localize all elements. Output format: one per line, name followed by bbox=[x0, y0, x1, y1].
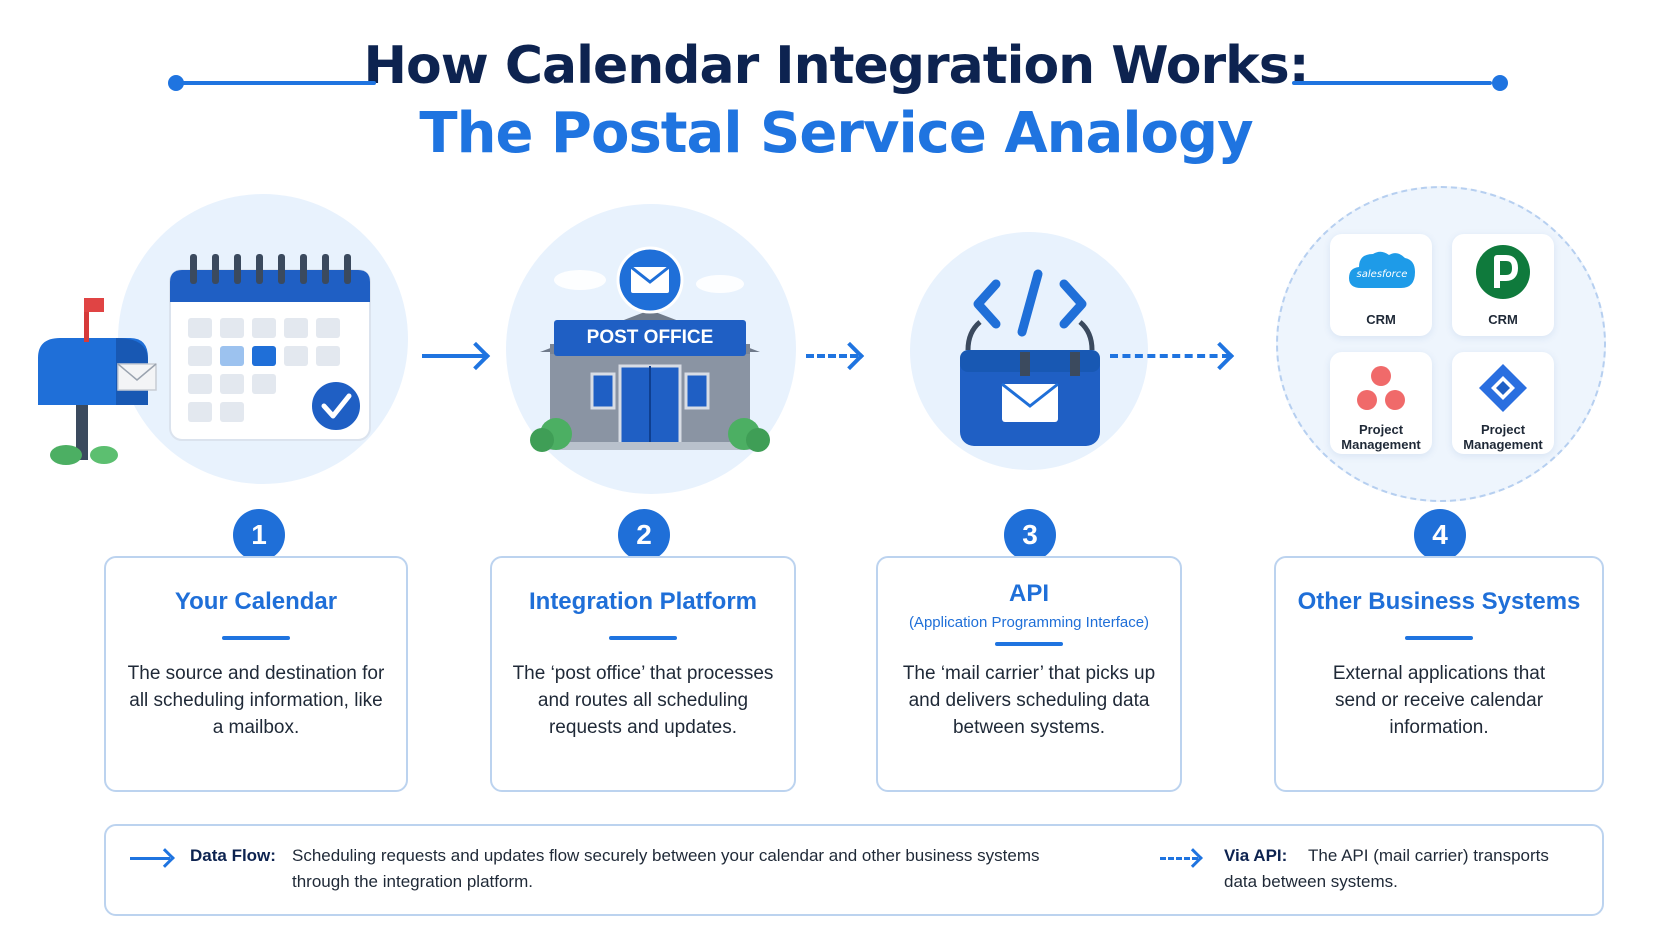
step-description-3: The ‘mail carrier’ that picks up and del… bbox=[902, 663, 1156, 738]
calendar-illustration bbox=[38, 254, 371, 465]
step-divider-3 bbox=[995, 642, 1063, 646]
calendar-icon bbox=[169, 254, 371, 441]
svg-text:salesforce: salesforce bbox=[1357, 269, 1408, 280]
step-divider-2 bbox=[609, 636, 677, 640]
step-title-2: Integration Platform bbox=[528, 588, 757, 615]
code-icon bbox=[973, 269, 1087, 337]
api-illustration bbox=[960, 269, 1100, 446]
step-card-4: Other Business Systems External applicat… bbox=[1274, 556, 1604, 792]
step-number-2: 2 bbox=[618, 509, 670, 561]
step-number-1: 1 bbox=[233, 509, 285, 561]
page-subtitle: The Postal Service Analogy bbox=[419, 101, 1253, 166]
pm-tile-dots: Project Management bbox=[1330, 352, 1432, 454]
arrow-head-3 bbox=[1205, 341, 1235, 371]
systems-circle bbox=[1276, 186, 1606, 502]
crm-tile-p: CRM bbox=[1452, 234, 1554, 336]
data-flow-arrow-1 bbox=[422, 354, 486, 358]
title-rule-right-dot bbox=[1492, 75, 1508, 91]
legend-solid-arrow-head bbox=[155, 848, 175, 868]
step-number-4: 4 bbox=[1414, 509, 1466, 561]
step-description-1: The source and destination for all sched… bbox=[127, 663, 385, 738]
step-divider-4 bbox=[1405, 636, 1473, 640]
step-divider-1 bbox=[222, 636, 290, 640]
legend-solid-arrow-line bbox=[130, 857, 170, 860]
legend: Data Flow: Scheduling requests and updat… bbox=[104, 824, 1604, 916]
step-title-1: Your Calendar bbox=[174, 588, 338, 615]
salesforce-cloud-icon: salesforce bbox=[1349, 251, 1415, 288]
step-description-4: External applications that send or recei… bbox=[1332, 663, 1546, 738]
legend-dashed-arrow-line bbox=[1160, 857, 1198, 860]
step-title-3: API bbox=[1008, 580, 1049, 607]
legend-via-api-line2: data between systems. bbox=[1224, 872, 1398, 891]
legend-data-flow-line1: Scheduling requests and updates flow sec… bbox=[292, 846, 1040, 865]
mail-bag-icon bbox=[960, 320, 1100, 446]
diamond-logo-icon bbox=[1479, 364, 1527, 412]
post-office-illustration bbox=[530, 246, 770, 452]
p-logo-icon bbox=[1476, 245, 1530, 299]
pm-tile-diamond: Project Management bbox=[1452, 352, 1554, 454]
post-office-icon bbox=[530, 246, 770, 452]
step-title-4: Other Business Systems bbox=[1297, 588, 1581, 615]
arrow-head-1 bbox=[461, 341, 491, 371]
step-card-1: Your Calendar The source and destination… bbox=[104, 556, 408, 792]
crm-tile-salesforce: salesforce CRM bbox=[1330, 234, 1432, 336]
pm-label-1: Project Management bbox=[1341, 422, 1421, 452]
api-flow-arrow-2 bbox=[806, 354, 858, 358]
arrow-head-2 bbox=[835, 341, 865, 371]
legend-data-flow-line2: through the integration platform. bbox=[292, 872, 533, 891]
crm-label-1: CRM bbox=[1366, 312, 1396, 327]
page-title: How Calendar Integration Works: bbox=[363, 36, 1310, 96]
post-office-sign: POST OFFICE bbox=[586, 327, 714, 348]
step-card-3: API (Application Programming Interface) … bbox=[876, 556, 1182, 792]
legend-dashed-arrow-head bbox=[1183, 848, 1203, 868]
step-number-3: 3 bbox=[1004, 509, 1056, 561]
api-flow-arrow-3 bbox=[1110, 354, 1230, 358]
header: How Calendar Integration Works: The Post… bbox=[0, 34, 1672, 170]
mailbox-icon bbox=[38, 298, 157, 465]
step-card-2: Integration Platform The ‘post office’ t… bbox=[490, 556, 796, 792]
crm-label-2: CRM bbox=[1488, 312, 1518, 327]
three-dots-logo-icon bbox=[1357, 366, 1405, 410]
title-rule-right bbox=[1292, 81, 1492, 85]
legend-via-api-line1: The API (mail carrier) transports bbox=[1308, 846, 1549, 865]
step-description-2: The ‘post office’ that processes and rou… bbox=[512, 663, 774, 738]
step-subtitle-3: (Application Programming Interface) bbox=[908, 614, 1150, 631]
legend-data-flow-label: Data Flow: bbox=[190, 846, 276, 865]
legend-via-api-label: Via API: bbox=[1224, 846, 1288, 865]
title-rule-left bbox=[176, 81, 376, 85]
pm-label-2: Project Management bbox=[1463, 422, 1543, 452]
